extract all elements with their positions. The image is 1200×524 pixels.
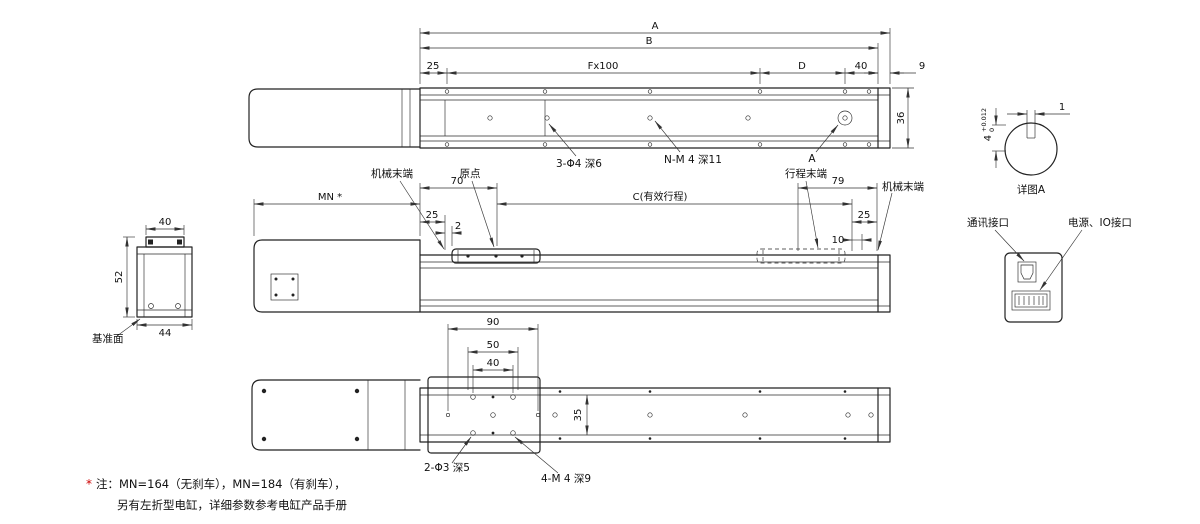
label-comm-port: 通讯接口 bbox=[967, 216, 1009, 229]
side-view: MN * C(有效行程) 70 79 25 2 25 10 机械末端 bbox=[253, 167, 924, 313]
leader-phi3 bbox=[451, 436, 472, 464]
comm-connector bbox=[1017, 261, 1037, 283]
dim-text-50: 50 bbox=[487, 340, 500, 351]
power-io-connector bbox=[1011, 290, 1051, 311]
detail-a-dim-4-text: 4 bbox=[983, 135, 994, 141]
detail-a-dim-1-text: 1 bbox=[1059, 102, 1065, 113]
dim-text-10: 10 bbox=[832, 235, 845, 246]
callout-phi3-holes: 2-Φ3 深5 bbox=[424, 462, 470, 474]
end-view: 40 52 44 基准面 bbox=[92, 217, 193, 345]
leader-detail-a bbox=[815, 124, 839, 153]
detail-a-label: 详图A bbox=[1017, 183, 1046, 196]
dim-text-9: 9 bbox=[919, 61, 925, 72]
note-line-2: 另有左折型电缸，详细参数参考电缸产品手册 bbox=[117, 498, 347, 512]
dim-text-25-left: 25 bbox=[426, 210, 439, 221]
slider-carriage bbox=[451, 248, 541, 264]
dim-text-25-right: 25 bbox=[858, 210, 871, 221]
dim-text-70: 70 bbox=[451, 176, 464, 187]
leader-mech-end-left bbox=[399, 180, 445, 250]
leader-stroke-end bbox=[805, 180, 819, 249]
leader-m4 bbox=[514, 436, 559, 474]
end-view-dim-44-text: 44 bbox=[159, 328, 172, 339]
dim-text-25: 25 bbox=[427, 61, 440, 72]
leader-nm4 bbox=[654, 120, 681, 153]
detail-a-dim-4 bbox=[992, 108, 1006, 168]
leader-mech-end-right bbox=[877, 192, 893, 251]
label-stroke-end: 行程末端 bbox=[785, 167, 827, 180]
dim-text-b: B bbox=[646, 36, 653, 47]
dim-text-c: C(有效行程) bbox=[633, 190, 688, 203]
end-view-body bbox=[136, 236, 193, 318]
note-star: * bbox=[86, 477, 92, 491]
end-view-dim-52 bbox=[123, 236, 135, 318]
callout-nm4-holes: N-M 4 深11 bbox=[664, 154, 722, 166]
motor-housing-top bbox=[248, 88, 421, 148]
label-mech-end-right: 机械末端 bbox=[882, 180, 924, 193]
rail-body-side bbox=[419, 254, 891, 313]
hole-a-marker bbox=[837, 110, 853, 126]
dim-text-40-bottom: 40 bbox=[487, 358, 500, 369]
datum-label: 基准面 bbox=[92, 332, 124, 345]
end-view-dim-40 bbox=[145, 225, 185, 235]
dim-text-90: 90 bbox=[487, 317, 500, 328]
end-view-dim-40-text: 40 bbox=[159, 217, 172, 228]
leader-phi4 bbox=[548, 123, 577, 157]
detail-a-slot bbox=[1026, 110, 1036, 139]
top-view: A B 25 Fx100 D 40 9 36 3-Φ4 深6 N-M 4 深11 bbox=[248, 21, 925, 170]
dim-text-79: 79 bbox=[832, 176, 845, 187]
dim-text-2: 2 bbox=[455, 221, 461, 232]
dim-line-36 bbox=[892, 87, 914, 149]
leader-comm bbox=[994, 229, 1025, 262]
top-extension-lines bbox=[419, 28, 891, 84]
bottom-view: 90 50 40 35 2-Φ3 深5 4-M 4 深9 bbox=[251, 317, 891, 485]
callout-m4-holes: 4-M 4 深9 bbox=[541, 473, 591, 485]
end-view-dim-52-text: 52 bbox=[114, 271, 125, 284]
callout-detail-a: A bbox=[808, 153, 816, 165]
connector-panel: 通讯接口 电源、IO接口 bbox=[967, 216, 1132, 323]
leader-origin bbox=[471, 180, 495, 248]
dim-text-36: 36 bbox=[896, 112, 907, 125]
slider-plate-plan bbox=[427, 376, 541, 454]
dim-text-mn: MN * bbox=[318, 192, 342, 203]
rail-body-plan bbox=[419, 387, 891, 443]
leader-power-io bbox=[1039, 229, 1083, 291]
motor-housing-plan bbox=[251, 379, 421, 451]
label-origin: 原点 bbox=[460, 168, 481, 180]
rail-body-top bbox=[419, 87, 891, 149]
detail-a-view: 1 4 +0.012 0 详图A bbox=[980, 102, 1070, 196]
dim-text-35: 35 bbox=[573, 409, 584, 422]
side-extension-lines bbox=[253, 183, 878, 251]
motor-housing-side bbox=[253, 239, 421, 313]
detail-a-circle bbox=[1004, 122, 1058, 176]
callout-phi4-holes: 3-Φ4 深6 bbox=[556, 158, 602, 170]
label-power-io-port: 电源、IO接口 bbox=[1068, 216, 1132, 229]
dim-text-d: D bbox=[798, 61, 806, 72]
detail-a-dim-4-text-group: 4 +0.012 0 bbox=[980, 108, 996, 141]
datum-leader bbox=[116, 318, 141, 337]
dim-text-a: A bbox=[652, 21, 659, 32]
note-line-1: 注：MN=164（无刹车），MN=184（有刹车）， bbox=[96, 477, 346, 491]
label-mech-end-left: 机械末端 bbox=[371, 167, 413, 180]
detail-a-tol-lower: 0 bbox=[988, 128, 996, 132]
dim-text-fx100: Fx100 bbox=[588, 61, 619, 72]
rail-holes-top bbox=[444, 89, 872, 147]
dim-text-40: 40 bbox=[855, 61, 868, 72]
connector-box bbox=[1004, 252, 1063, 323]
slider-carriage-stroke-end-phantom bbox=[756, 248, 846, 264]
detail-a-tol-upper: +0.012 bbox=[980, 108, 988, 132]
notes-block: * 注：MN=164（无刹车），MN=184（有刹车）， 另有左折型电缸，详细参… bbox=[86, 477, 347, 512]
